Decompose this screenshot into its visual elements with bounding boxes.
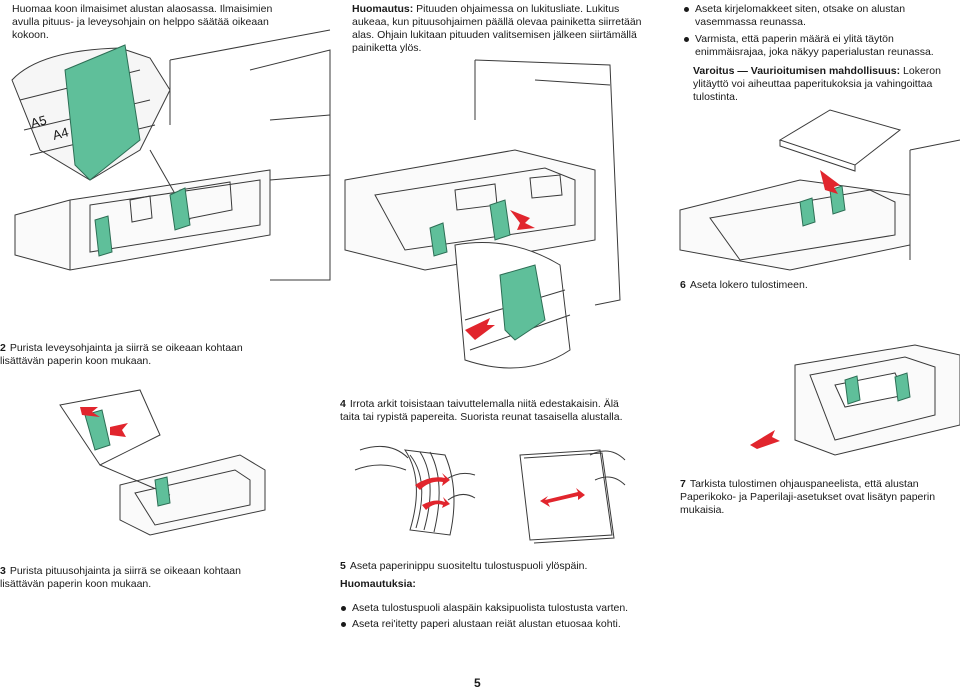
step-text: Tarkista tulostimen ohjauspaneelista, et… bbox=[680, 478, 936, 516]
width-guide-illustration bbox=[59, 389, 266, 536]
note-length-guide-lock: Huomautus: Pituuden ohjaimessa on lukitu… bbox=[352, 3, 652, 55]
insert-tray-illustration bbox=[750, 344, 960, 456]
size-label-a5: A5 bbox=[29, 112, 48, 131]
length-guide-illustration bbox=[344, 59, 621, 369]
warning-text: Lokeron ylitäyttö voi aiheuttaa paperitu… bbox=[693, 65, 941, 103]
step-text: Aseta lokero tulostimeen. bbox=[689, 279, 808, 291]
warning-overfill: Varoitus — Vaurioitumisen mahdollisuus: … bbox=[693, 65, 958, 104]
tips-list: Aseta kirjelomakkeet siten, otsake on al… bbox=[683, 3, 955, 59]
paper-stack-tray-illustration bbox=[679, 109, 960, 271]
tray-size-indicator-illustration: A5 A4 bbox=[11, 29, 331, 281]
step-number: 6 bbox=[680, 279, 686, 291]
list-item: Aseta rei'itetty paperi alustaan reiät a… bbox=[340, 618, 640, 631]
step-text: Irrota arkit toisistaan taivuttelemalla … bbox=[340, 398, 623, 423]
list-item: Varmista, että paperin määrä ei ylitä tä… bbox=[683, 33, 955, 59]
step-number: 5 bbox=[340, 560, 346, 572]
step-number: 2 bbox=[0, 342, 6, 354]
notes-label: Huomautuksia: bbox=[340, 578, 416, 590]
page-number: 5 bbox=[474, 676, 481, 690]
warning-label: Varoitus — Vaurioitumisen mahdollisuus: bbox=[693, 65, 901, 77]
step-text: Purista leveysohjainta ja siirrä se oike… bbox=[0, 342, 243, 367]
size-label-a4: A4 bbox=[51, 124, 70, 143]
flex-paper-illustration bbox=[354, 445, 626, 544]
list-item: Aseta tulostuspuoli alaspäin kaksipuolis… bbox=[340, 602, 640, 615]
note-size-indicators: Huomaa koon ilmaisimet alustan alaosassa… bbox=[12, 3, 273, 41]
list-item: Aseta kirjelomakkeet siten, otsake on al… bbox=[683, 3, 955, 29]
step-number: 4 bbox=[340, 398, 346, 410]
step-text: Aseta paperinippu suositeltu tulostuspuo… bbox=[349, 560, 588, 572]
step-number: 3 bbox=[0, 565, 6, 577]
step-number: 7 bbox=[680, 478, 686, 490]
note-label: Huomautus: bbox=[352, 3, 414, 15]
step-text: Purista pituusohjainta ja siirrä se oike… bbox=[0, 565, 241, 590]
note-text: Pituuden ohjaimessa on lukitusliate. Luk… bbox=[352, 3, 642, 54]
